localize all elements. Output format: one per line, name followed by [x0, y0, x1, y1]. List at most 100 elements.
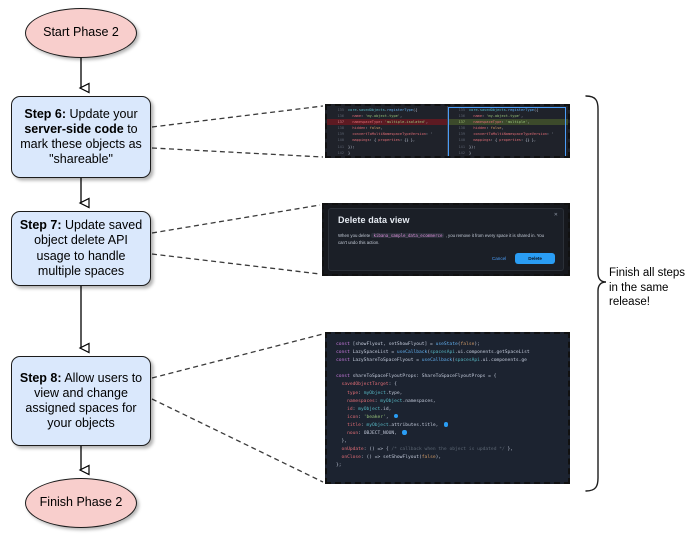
- code-line: const LazySpaceList = useCallback(spaces…: [336, 350, 530, 356]
- step-6-text2: to mark these objects as "shareable": [20, 121, 142, 167]
- diff-line-code: namespaceType: 'multiple',: [473, 120, 530, 125]
- code-line: title: myObject.attributes.title,: [336, 422, 562, 430]
- diff-line-code: convertToMultiNamespaceTypeVersion: ': [352, 132, 433, 137]
- diff-line: 142}: [448, 150, 568, 156]
- code-line: },: [336, 439, 348, 445]
- diff-line-number: 141: [337, 144, 345, 149]
- node-step-7[interactable]: Step 7: Update saved object delete API u…: [11, 211, 151, 286]
- diff-line-code: mappings: { properties: {} },: [473, 138, 537, 143]
- diff-line-code: hidden: false,: [473, 126, 504, 131]
- diff-line-code: core.savedObjects.registerType({: [469, 108, 539, 112]
- modal-dialog: ✕ Delete data view When you delete kiban…: [328, 208, 564, 271]
- modal-body: When you delete kibana_sample_data_ecomm…: [338, 232, 554, 246]
- diff-line-number: 135: [458, 108, 466, 112]
- note-line-2: in the same: [609, 281, 669, 294]
- info-badge-icon: [443, 422, 449, 427]
- node-finish-label: Finish Phase 2: [39, 495, 123, 510]
- code-line: const [showFlyout, setShowFlyout] = useS…: [336, 342, 480, 347]
- close-icon[interactable]: ✕: [553, 212, 558, 218]
- diff-line-number: 138: [337, 126, 345, 131]
- code-line: id: myObject.id,: [347, 406, 392, 412]
- diff-line-number: 136: [458, 114, 466, 119]
- code-line: [336, 365, 562, 373]
- diff-line: 141});: [327, 144, 447, 150]
- diff-line-code: name: 'my-object-type',: [473, 114, 524, 119]
- diff-line-code: namespaceType: 'multiple-isolated',: [352, 120, 429, 125]
- node-step-6[interactable]: Step 6: Update your server-side code to …: [11, 96, 151, 178]
- diff-line: 136 name: 'my-object-type',: [327, 113, 447, 119]
- step-6-bold: Step 6:: [24, 106, 67, 121]
- code-line: type: myObject.type,: [347, 390, 403, 396]
- diff-line: 139 convertToMultiNamespaceTypeVersion: …: [327, 131, 447, 137]
- info-badge-icon: [394, 414, 399, 419]
- step-8-text: Allow users to view and change assigned …: [25, 370, 143, 431]
- code-line: noun: OBJECT_NOUN,: [336, 430, 562, 438]
- diff-line-number: 139: [458, 132, 466, 137]
- code-line: icon: 'beaker',: [336, 414, 562, 422]
- modal-body-after: , you remove it from every space it is s…: [338, 233, 545, 245]
- code-line: onClose: () => setShowFlyout(false),: [341, 455, 442, 461]
- node-step-8[interactable]: Step 8: Allow users to view and change a…: [11, 356, 151, 446]
- step-7-text: Update saved object delete API usage to …: [34, 218, 143, 278]
- node-start-label: Start Phase 2: [43, 25, 119, 40]
- cancel-button[interactable]: Cancel: [491, 256, 507, 261]
- node-step-6-text: Step 6: Update your server-side code to …: [18, 107, 144, 168]
- note-line-1: Finish all steps: [609, 267, 686, 279]
- code-line: savedObjectTarget: {: [341, 382, 397, 388]
- diff-line: 140 mappings: { properties: {} },: [448, 137, 568, 143]
- code-block: const [showFlyout, setShowFlyout] = useS…: [327, 334, 568, 471]
- diff-line: 136 name: 'my-object-type',: [448, 113, 568, 119]
- diff-line: 141});: [448, 144, 568, 150]
- diff-line: 142}: [327, 150, 447, 156]
- step-6-bold2: server-side code: [24, 121, 124, 136]
- diff-line-number: 139: [337, 132, 345, 137]
- diff-line-number: 142: [337, 150, 345, 155]
- code-line: const shareToSpaceFlyoutProps: ShareToSp…: [336, 374, 497, 380]
- diff-line: 137 namespaceType: 'multiple-isolated',: [327, 119, 447, 126]
- code-line: };: [336, 463, 342, 469]
- note-finish-all-steps: Finish all steps in the same release!: [609, 266, 689, 310]
- modal-body-before: When you delete: [338, 233, 372, 238]
- diff-line-code: hidden: false,: [352, 126, 383, 131]
- modal-footer: Cancel Delete: [492, 253, 555, 264]
- diff-line-code: }: [348, 150, 351, 155]
- info-badge-icon: [402, 430, 407, 435]
- code-line: onUpdate: () => { /* callback when the o…: [341, 447, 514, 453]
- screenshot-flyout-code[interactable]: const [showFlyout, setShowFlyout] = useS…: [325, 332, 570, 484]
- diff-line-number: 142: [458, 150, 466, 155]
- diff-line: 140 mappings: { properties: {} },: [327, 137, 447, 143]
- node-step-7-text: Step 7: Update saved object delete API u…: [18, 218, 144, 279]
- diff-line-number: 140: [458, 138, 466, 143]
- modal-data-view-name: kibana_sample_data_ecommerce: [371, 233, 445, 238]
- delete-button[interactable]: Delete: [515, 253, 555, 264]
- diff-line-code: convertToMultiNamespaceTypeVersion: ': [473, 132, 554, 137]
- diff-line-code: mappings: { properties: {} },: [352, 138, 416, 143]
- note-line-3: release!: [609, 296, 650, 308]
- diff-line-number: 137: [337, 120, 345, 125]
- diff-line-code: core.savedObjects.registerType({: [348, 108, 418, 112]
- node-finish-phase-2[interactable]: Finish Phase 2: [25, 478, 137, 528]
- diff-line-number: 141: [458, 144, 466, 149]
- modal-title: Delete data view: [338, 215, 410, 225]
- diff-line-number: 135: [337, 108, 345, 112]
- diff-line-number: 138: [458, 126, 466, 131]
- step-8-bold: Step 8:: [19, 370, 62, 385]
- step-6-text: Update your: [66, 106, 138, 121]
- code-line: const LazyShareToSpaceFlyout = useCallba…: [336, 358, 527, 364]
- code-line: namespaces: myObject.namespaces,: [347, 398, 436, 404]
- step-7-bold: Step 7:: [19, 218, 62, 232]
- diff-line-number: 140: [337, 138, 345, 143]
- diff-line-number: 137: [458, 120, 466, 125]
- screenshot-delete-modal[interactable]: ✕ Delete data view When you delete kiban…: [322, 203, 570, 276]
- diff-line: 138 hidden: false,: [448, 125, 568, 131]
- node-start-phase-2[interactable]: Start Phase 2: [25, 8, 137, 58]
- diff-line-code: });: [469, 144, 476, 149]
- diff-line-number: 136: [337, 114, 345, 119]
- diff-line: 139 convertToMultiNamespaceTypeVersion: …: [448, 131, 568, 137]
